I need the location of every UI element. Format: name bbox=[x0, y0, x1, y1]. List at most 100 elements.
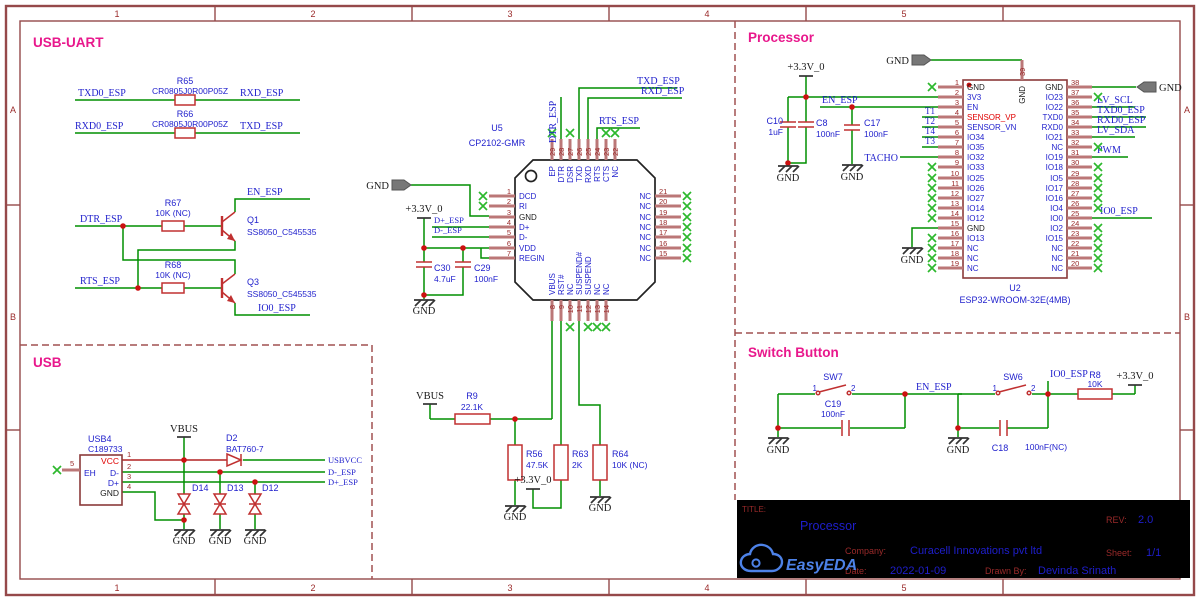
tvs-diode-d13[interactable] bbox=[212, 493, 228, 515]
part-value: 100nF(NC) bbox=[1025, 442, 1067, 452]
rev-value: 2.0 bbox=[1138, 514, 1153, 526]
svg-text:IO17: IO17 bbox=[1046, 184, 1064, 193]
net-label: TXD_ESP bbox=[637, 76, 680, 87]
u5-cp2102[interactable]: U5 CP2102-GMR 1DCD2RI3GND4D+5D-6VDD7REGI… bbox=[469, 123, 692, 332]
net-label: D+_ESP bbox=[328, 477, 358, 487]
ruler-col: 1 bbox=[114, 9, 119, 19]
svg-text:DTR: DTR bbox=[557, 166, 566, 183]
processor-section[interactable]: +3.3V_0 C10 1uF C8 100nF C17 100nF GND G… bbox=[766, 54, 1182, 305]
part-value: 10K (NC) bbox=[612, 460, 648, 470]
resistor-r68[interactable] bbox=[161, 282, 185, 294]
svg-text:DCD: DCD bbox=[519, 192, 537, 201]
svg-text:NC: NC bbox=[602, 283, 611, 295]
usb-connector-usb4[interactable] bbox=[79, 454, 123, 506]
switch-sw6[interactable] bbox=[995, 384, 1032, 396]
svg-text:10: 10 bbox=[566, 305, 575, 313]
svg-text:IO19: IO19 bbox=[1046, 153, 1064, 162]
switch-sw7[interactable] bbox=[815, 384, 852, 396]
ruler-col: 4 bbox=[704, 583, 709, 593]
part-value: ESP32-WROOM-32E(4MB) bbox=[959, 295, 1070, 305]
svg-text:34: 34 bbox=[1071, 118, 1079, 127]
net-label: T3 bbox=[925, 136, 935, 146]
junction-dots bbox=[120, 94, 1051, 523]
svg-text:5: 5 bbox=[507, 228, 511, 237]
switch-button-section[interactable]: SW7 1 2 EN_ESP C19 100nF GND SW6 1 2 IO0… bbox=[767, 369, 1154, 456]
net-label: D-_ESP bbox=[328, 467, 356, 477]
transistor-q1[interactable] bbox=[220, 211, 236, 242]
part-ref: C8 bbox=[816, 118, 828, 128]
resistor-r8[interactable] bbox=[1077, 388, 1113, 400]
gnd-label: GND bbox=[947, 445, 970, 456]
resistor-r9[interactable] bbox=[454, 413, 491, 425]
part-ref: R66 bbox=[177, 109, 194, 119]
ruler-row: B bbox=[1184, 312, 1190, 322]
easyeda-logo-icon: EasyEDA bbox=[739, 543, 857, 574]
svg-text:IO25: IO25 bbox=[967, 174, 985, 183]
svg-text:29: 29 bbox=[1071, 169, 1079, 178]
part-ref: SW6 bbox=[1003, 372, 1023, 382]
part-value: 100nF bbox=[474, 274, 498, 284]
svg-text:SUSPEND: SUSPEND bbox=[584, 256, 593, 295]
svg-text:DSR: DSR bbox=[566, 166, 575, 183]
ruler-row: A bbox=[10, 105, 16, 115]
svg-text:33: 33 bbox=[1071, 128, 1079, 137]
part-value: 100nF bbox=[864, 129, 888, 139]
svg-text:7: 7 bbox=[507, 249, 511, 258]
easyeda-logo-text: EasyEDA bbox=[786, 557, 857, 574]
svg-text:NC: NC bbox=[639, 244, 651, 253]
tvs-diode-d14[interactable] bbox=[176, 493, 192, 515]
svg-text:SENSOR_VN: SENSOR_VN bbox=[967, 123, 1017, 132]
svg-text:IO2: IO2 bbox=[1050, 224, 1063, 233]
svg-text:14: 14 bbox=[951, 209, 959, 218]
part-ref: Q3 bbox=[247, 277, 259, 287]
svg-text:36: 36 bbox=[1071, 98, 1079, 107]
drawn-by-label: Drawn By: bbox=[985, 566, 1027, 576]
part-value: 2K bbox=[572, 460, 583, 470]
resistor-r65[interactable] bbox=[174, 94, 196, 106]
svg-text:11: 11 bbox=[951, 179, 959, 188]
diode-d2[interactable] bbox=[226, 452, 243, 468]
usb-uart-section[interactable]: R65 CR0805J0R00P05Z R66 CR0805J0R00P05Z … bbox=[75, 76, 317, 314]
resistor-r56[interactable] bbox=[507, 444, 523, 481]
svg-text:19: 19 bbox=[951, 259, 959, 268]
svg-text:GND: GND bbox=[967, 83, 985, 92]
power-label-3v3: +3.3V_0 bbox=[787, 62, 824, 73]
resistor-r67[interactable] bbox=[161, 220, 185, 232]
transistor-q3[interactable] bbox=[220, 273, 236, 304]
svg-text:IO16: IO16 bbox=[1046, 194, 1064, 203]
gnd-label: GND bbox=[589, 503, 612, 514]
svg-text:SUSPEND#: SUSPEND# bbox=[575, 251, 584, 295]
svg-text:31: 31 bbox=[1071, 148, 1079, 157]
net-label: D-_ESP bbox=[434, 225, 462, 235]
pin-number: 2 bbox=[127, 462, 131, 471]
u5-bottom-network[interactable]: VBUS R9 22.1K R56 47.5K R63 2K R64 10K (… bbox=[416, 391, 648, 523]
part-ref: R65 bbox=[177, 76, 194, 86]
resistor-r66[interactable] bbox=[174, 127, 196, 139]
svg-text:12: 12 bbox=[951, 189, 959, 198]
resistor-r64[interactable] bbox=[592, 444, 608, 481]
svg-text:NC: NC bbox=[639, 202, 651, 211]
part-value: 10K (NC) bbox=[155, 270, 191, 280]
part-ref: D14 bbox=[192, 483, 209, 493]
part-ref: D13 bbox=[227, 483, 244, 493]
svg-text:IO27: IO27 bbox=[967, 194, 985, 203]
svg-text:37: 37 bbox=[1071, 88, 1079, 97]
net-label: RXD_ESP bbox=[641, 86, 685, 97]
usb-section[interactable]: USB4 C189733 VCC D- D+ GND EH 1 2 3 4 5 … bbox=[62, 424, 362, 547]
gnd-label: GND bbox=[244, 536, 267, 547]
svg-text:VBUS: VBUS bbox=[548, 273, 557, 295]
svg-text:13: 13 bbox=[593, 305, 602, 313]
svg-text:7: 7 bbox=[955, 138, 959, 147]
part-value: 47.5K bbox=[526, 460, 549, 470]
svg-text:6: 6 bbox=[955, 128, 959, 137]
tvs-diode-d12[interactable] bbox=[247, 493, 263, 515]
svg-text:4: 4 bbox=[507, 218, 511, 227]
pin-number: 2 bbox=[1031, 384, 1036, 393]
wires bbox=[75, 59, 1152, 529]
resistor-r63[interactable] bbox=[553, 444, 569, 481]
pin-number: 1 bbox=[813, 384, 818, 393]
